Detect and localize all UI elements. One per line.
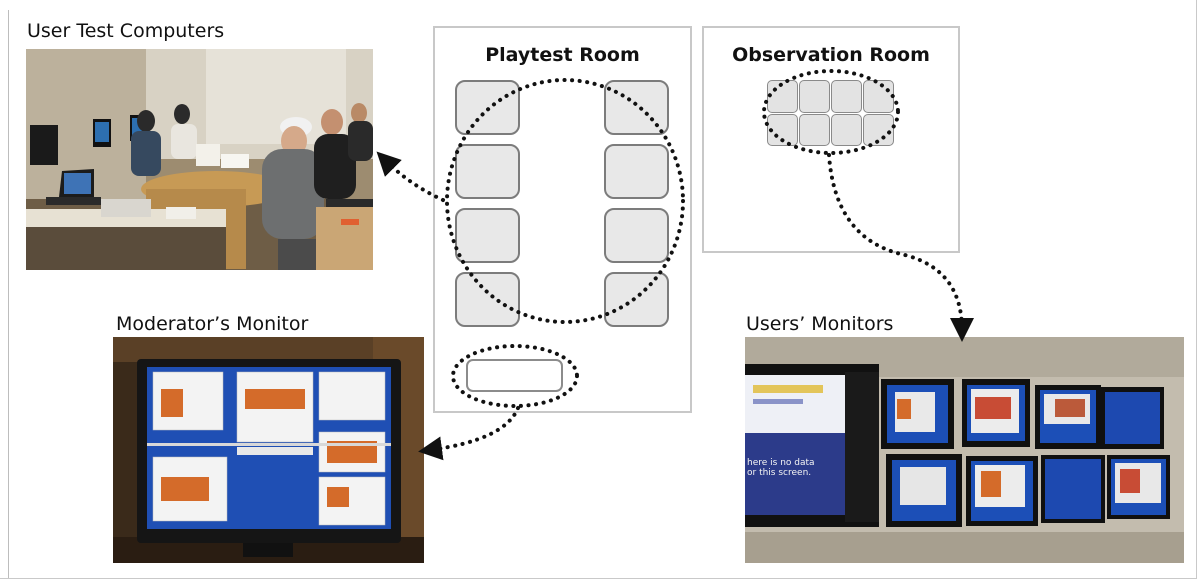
observation-monitor [831,80,862,113]
moderators-monitor-photo [113,337,424,563]
caption-users-monitors: Users’ Monitors [746,313,894,335]
playtest-station [604,144,669,199]
playtest-station [604,80,669,135]
observation-monitor [863,114,894,146]
playtest-station [455,80,520,135]
caption-user-test-computers: User Test Computers [27,20,225,42]
playtest-station [604,208,669,263]
observation-monitor [767,114,798,146]
observation-monitor [799,80,830,113]
observation-monitor [863,80,894,113]
monitor-screen-text: here is no data or this screen. [747,458,815,478]
playtest-station [455,144,520,199]
observation-monitor [767,80,798,113]
playtest-station [455,272,520,327]
left-border-rule [8,10,9,578]
monitor-screen-line-1: here is no data [747,458,815,468]
monitor-screen-line-2: or this screen. [747,468,812,478]
caption-moderators-monitor: Moderator’s Monitor [116,313,309,335]
playtest-station [455,208,520,263]
observation-monitor [831,114,862,146]
playtest-station [604,272,669,327]
moderator-station [466,359,563,392]
playtest-room-title: Playtest Room [485,44,640,66]
user-test-computers-photo [26,49,373,270]
users-monitors-photo [745,337,1184,563]
observation-monitor [799,114,830,146]
observation-room-title: Observation Room [732,44,930,66]
